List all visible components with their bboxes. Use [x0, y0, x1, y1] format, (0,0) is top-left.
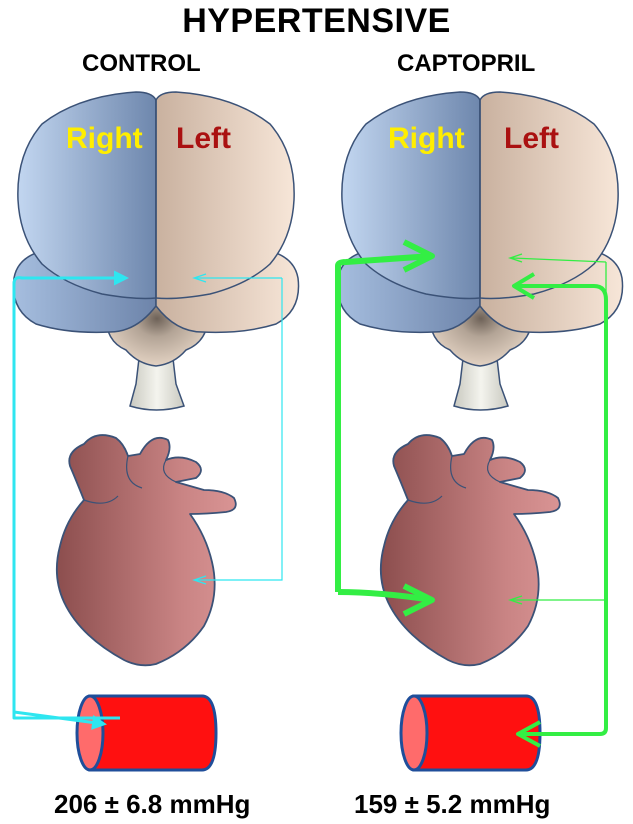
- control-pathway-right: [12, 276, 120, 720]
- control-blood-pressure: 206 ± 6.8 mmHg: [54, 789, 251, 819]
- captopril-pathway-heart: [337, 589, 433, 603]
- control-panel: Right Left: [12, 91, 300, 772]
- control-pathway-left: [196, 278, 283, 581]
- captopril-brain: [336, 91, 624, 411]
- captopril-right-hemisphere-label: Right: [388, 122, 465, 155]
- control-right-hemisphere-label: Right: [66, 122, 143, 155]
- captopril-pathway-right: [335, 253, 433, 592]
- captopril-arrow-vessel: [516, 720, 541, 748]
- captopril-thin-pathway: [512, 262, 607, 601]
- captopril-blood-pressure: 159 ± 5.2 mmHg: [354, 789, 551, 819]
- control-brain: [12, 91, 300, 411]
- control-heart: [55, 434, 237, 667]
- captopril-panel: Right Left: [335, 91, 624, 772]
- captopril-left-hemisphere-label: Left: [504, 122, 559, 155]
- captopril-arrow-left-brain: [512, 272, 536, 300]
- captopril-thin-arrow-brain: [511, 257, 607, 263]
- control-left-hemisphere-label: Left: [176, 122, 231, 155]
- control-label: CONTROL: [82, 50, 201, 77]
- captopril-arrow-heart: [402, 583, 435, 617]
- captopril-label: CAPTOPRIL: [397, 50, 536, 77]
- control-arrow-vessel: [13, 710, 107, 730]
- captopril-arrow-right-brain: [402, 239, 435, 273]
- captopril-heart: [379, 434, 561, 667]
- figure-title: HYPERTENSIVE: [182, 2, 451, 40]
- control-vessel: [75, 694, 218, 772]
